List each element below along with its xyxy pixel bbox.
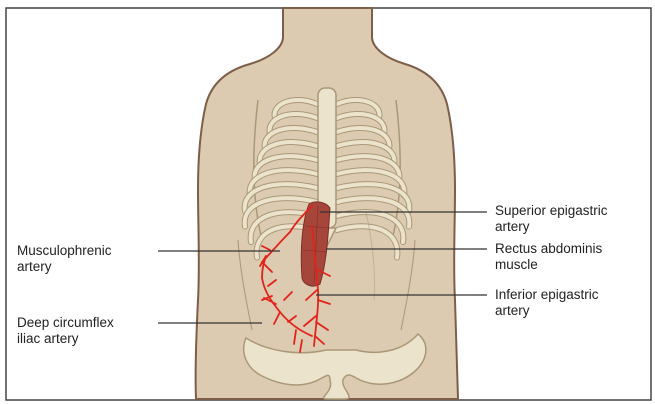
label-inferior-epigastric-artery: Inferior epigastric artery — [495, 287, 599, 319]
label-rectus-abdominis-muscle: Rectus abdominis muscle — [495, 241, 602, 273]
label-deep-circumflex-iliac-artery: Deep circumflex iliac artery — [17, 315, 114, 347]
label-musculophrenic-artery: Musculophrenic artery — [17, 243, 112, 275]
label-superior-epigastric-artery: Superior epigastric artery — [495, 203, 608, 235]
